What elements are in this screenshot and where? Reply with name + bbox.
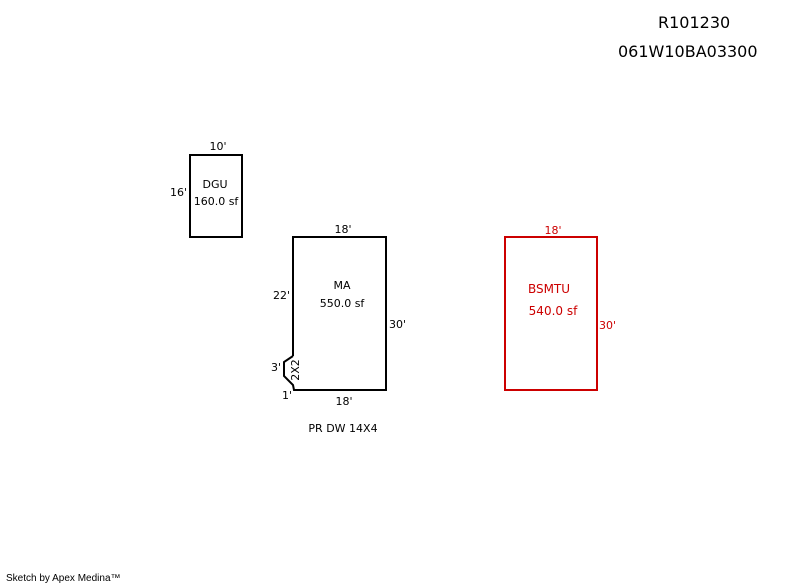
bsmtu-outline [504,236,598,391]
parcel-number: 061W10BA03300 [618,42,758,61]
bsmtu-area: 540.0 sf [529,304,578,318]
dgu-dim-top: 10' [209,140,226,153]
area-dgu: 10' 16' DGU 160.0 sf [170,140,243,238]
area-ma: 18' 22' 3' 1' 30' 18' MA 550.0 sf 2X2 [271,223,406,408]
dgu-dim-left: 16' [170,186,187,199]
ma-area: 550.0 sf [320,297,366,310]
dgu-area: 160.0 sf [194,195,240,208]
ma-dim-corner: 1' [282,389,292,402]
bsmtu-label: BSMTU [528,282,570,296]
ma-dim-bottom: 18' [335,395,352,408]
ma-label: MA [333,279,350,292]
bsmtu-dim-top: 18' [544,224,561,237]
sketch-note: PR DW 14X4 [308,422,377,435]
ma-dim-left: 22' [273,289,290,302]
account-number: R101230 [658,13,731,32]
area-bsmtu: 18' 30' BSMTU 540.0 sf [504,224,616,391]
bsmtu-dim-right: 30' [599,319,616,332]
ma-dim-notch: 3' [271,361,281,374]
ma-notch-label: 2X2 [289,359,302,381]
ma-dim-right: 30' [389,318,406,331]
dgu-label: DGU [202,178,227,191]
ma-outline [283,236,387,391]
ma-dim-top: 18' [334,223,351,236]
footer-credit: Sketch by Apex Medina™ [6,573,121,584]
dgu-outline [189,154,243,238]
